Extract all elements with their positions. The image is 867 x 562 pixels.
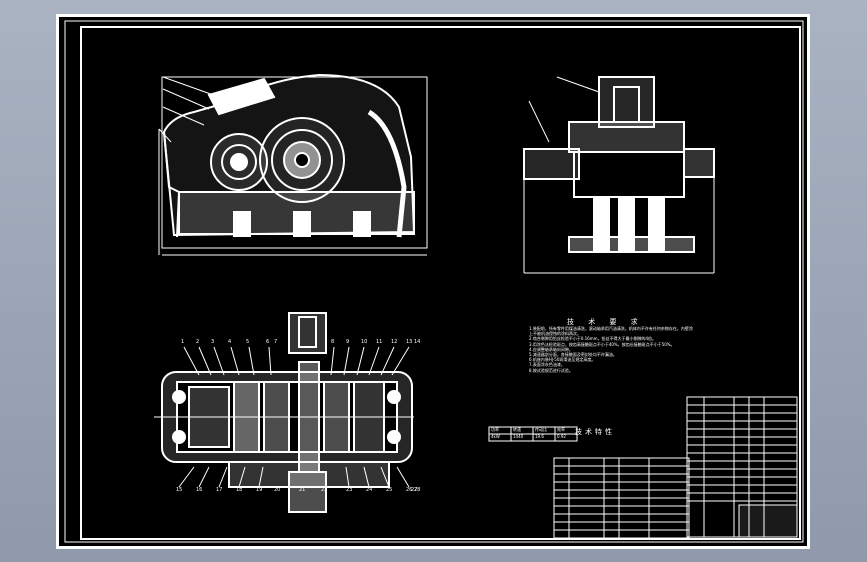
callout-number: 8 bbox=[331, 339, 335, 345]
spec-header: 转速 bbox=[513, 427, 521, 432]
outer-frame bbox=[64, 20, 804, 543]
callout-number: 10 bbox=[361, 339, 368, 345]
spec-table bbox=[488, 426, 578, 442]
tech-note: 1.装配前，所有零件用煤油清洗，滚动轴承用汽油清洗，机体内不许有任何杂物存在。内… bbox=[529, 326, 693, 337]
front-view bbox=[158, 73, 428, 256]
inner-frame bbox=[80, 26, 801, 540]
callout-number: 16 bbox=[196, 487, 203, 493]
tech-note: 6.机座内装HJ-50润滑油至规定高度。 bbox=[529, 357, 596, 363]
tech-note: 2.啮合侧隙用铅丝检验不小于0.16mm，铅丝不得大于最小侧隙的4倍。 bbox=[529, 336, 657, 342]
side-view bbox=[523, 76, 715, 274]
spec-header: 效率 bbox=[557, 427, 565, 432]
callout-number: 2 bbox=[196, 339, 200, 345]
spec-value: 19.6 bbox=[535, 434, 544, 439]
callout-number: 24 bbox=[366, 487, 373, 493]
callout-number: 6 bbox=[266, 339, 270, 345]
callout-number: 3 bbox=[211, 339, 215, 345]
tech-requirements-notes: 1.装配前，所有零件用煤油清洗，滚动轴承用汽油清洗，机体内不许有任何杂物存在。内… bbox=[529, 326, 694, 373]
spec-title: 技术特性 bbox=[575, 428, 615, 436]
spec-value: 0.92 bbox=[557, 434, 566, 439]
tech-note: 4.应调整轴承轴向间隙。 bbox=[529, 346, 573, 352]
spec-value: 4kW bbox=[491, 434, 500, 439]
callout-number: 17 bbox=[216, 487, 223, 493]
callout-number: 26 bbox=[406, 487, 413, 493]
callout-number: 20 bbox=[274, 487, 281, 493]
callout-number: 14 bbox=[414, 339, 421, 345]
spec-header: 功率 bbox=[491, 427, 499, 432]
callout-number: 28 bbox=[414, 487, 421, 493]
callout-number: 19 bbox=[256, 487, 263, 493]
cad-drawing bbox=[64, 20, 804, 543]
spec-value: 1440 bbox=[513, 434, 524, 439]
callout-number: 12 bbox=[391, 339, 398, 345]
tech-note: 7.表面涂灰色油漆。 bbox=[529, 362, 565, 368]
callout-number: 23 bbox=[346, 487, 353, 493]
callout-number: 27 bbox=[411, 487, 418, 493]
spec-header: 传动比 bbox=[535, 427, 547, 432]
callout-number: 13 bbox=[406, 339, 413, 345]
top-view bbox=[154, 312, 414, 513]
callout-number: 22 bbox=[321, 487, 328, 493]
tech-requirements-title: 技 术 要 求 bbox=[567, 318, 644, 326]
callout-number: 7 bbox=[274, 339, 278, 345]
callout-number: 4 bbox=[228, 339, 232, 345]
callout-number: 1 bbox=[181, 339, 185, 345]
callout-number: 21 bbox=[299, 487, 306, 493]
callout-number: 18 bbox=[236, 487, 243, 493]
callout-number: 5 bbox=[246, 339, 250, 345]
drawing-sheet: 技 术 要 求 1.装配前，所有零件用煤油清洗，滚动轴承用汽油清洗，机体内不许有… bbox=[56, 14, 810, 549]
callout-number: 15 bbox=[176, 487, 183, 493]
tech-note: 8.按试验规范进行试验。 bbox=[529, 367, 573, 373]
callout-number: 25 bbox=[386, 487, 393, 493]
tech-note: 3.用涂色法检验斑点，按齿高接触斑点不小于40%，按齿长接触斑点不小于50%。 bbox=[529, 341, 675, 347]
callout-number: 11 bbox=[376, 339, 383, 345]
parts-list bbox=[553, 396, 798, 539]
tech-note: 5.减速器剖分面，各接触面及密封处均不许漏油。 bbox=[529, 352, 617, 358]
callout-number: 9 bbox=[346, 339, 350, 345]
